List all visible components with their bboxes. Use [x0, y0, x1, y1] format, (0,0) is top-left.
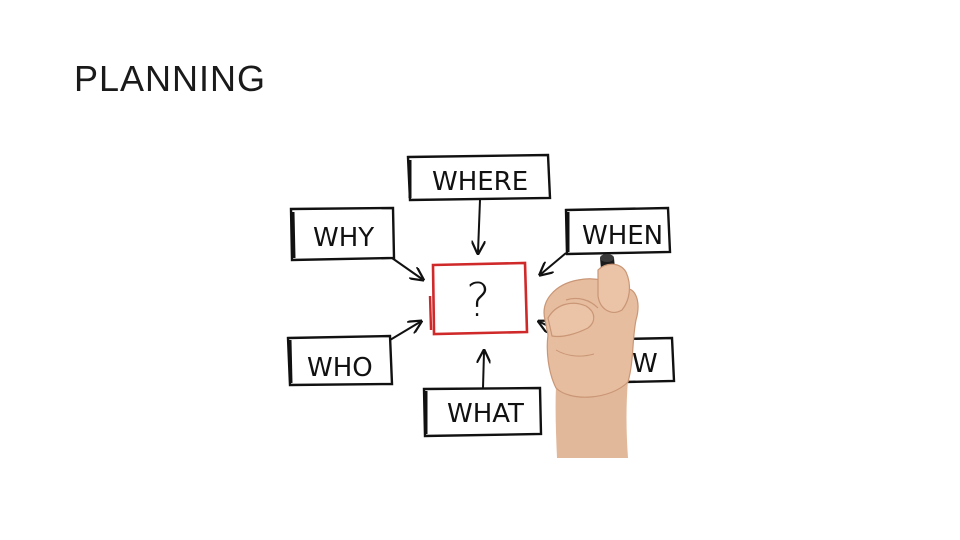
- when-label: WHEN: [582, 221, 663, 251]
- arrow-what: [483, 352, 484, 389]
- slide-title: PLANNING: [74, 58, 267, 99]
- why-box: WHY: [289, 206, 396, 262]
- where-box: WHERE: [406, 153, 552, 202]
- center-question-box: ?: [428, 261, 529, 336]
- who-label: WHO: [307, 353, 373, 383]
- arrow-where: [478, 199, 480, 252]
- who-box: WHO: [286, 334, 394, 387]
- arrow-why: [391, 257, 422, 279]
- where-label: WHERE: [432, 167, 528, 197]
- what-label: WHAT: [447, 399, 524, 429]
- what-box: WHAT: [422, 386, 543, 438]
- why-label: WHY: [313, 223, 374, 253]
- arrow-when: [541, 252, 567, 274]
- when-box: WHEN: [564, 206, 672, 256]
- arrow-who: [389, 322, 420, 341]
- hand-with-marker: [543, 254, 639, 458]
- question-mark: ?: [466, 273, 490, 327]
